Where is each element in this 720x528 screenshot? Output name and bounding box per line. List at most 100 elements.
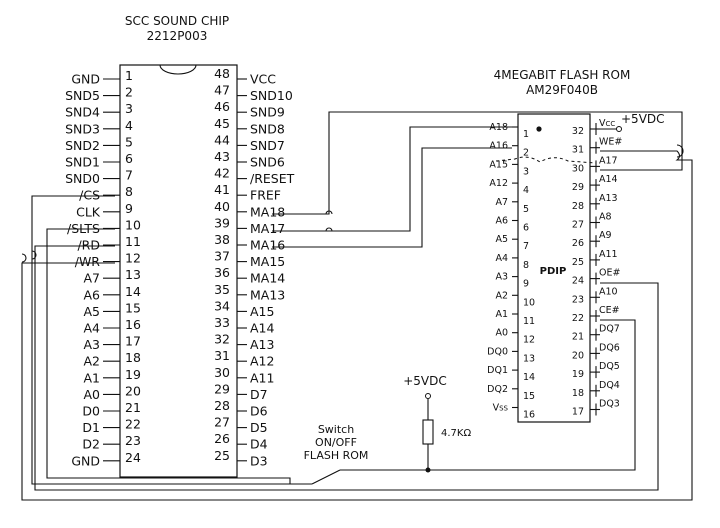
scc-pin-17-number: 17 bbox=[125, 334, 141, 349]
scc-chip-title: SCC SOUND CHIP bbox=[125, 14, 229, 28]
flash-pin-21-number: 21 bbox=[572, 332, 584, 343]
flash-pin-23-number: 23 bbox=[572, 294, 584, 305]
wire-crossing-bump bbox=[21, 253, 27, 263]
flash-pin-26-label: A9 bbox=[599, 230, 612, 241]
scc-pin-9-label: CLK bbox=[76, 204, 101, 219]
flash-rom-part-number: AM29F040B bbox=[526, 83, 598, 97]
scc-pin-25-label: D3 bbox=[250, 453, 268, 468]
ce-wire bbox=[428, 319, 636, 471]
scc-pin-1-label: GND bbox=[71, 72, 100, 87]
flash-rom-title: 4MEGABIT FLASH ROM bbox=[494, 68, 631, 82]
flash-pin-20-label: DQ6 bbox=[599, 342, 620, 353]
scc-pin-3-number: 3 bbox=[125, 101, 133, 116]
flash-pin-28-label: A13 bbox=[599, 193, 618, 204]
wire-crossing-bump bbox=[325, 227, 333, 232]
scc-pin-39-label: MA17 bbox=[250, 221, 285, 236]
flash-rom-body bbox=[517, 113, 591, 423]
flash-pin-4-number: 4 bbox=[523, 185, 529, 196]
scc-pin-12-number: 12 bbox=[125, 251, 141, 266]
scc-pin-16-label: A4 bbox=[83, 321, 100, 336]
scc-pin-20-label: A0 bbox=[83, 387, 100, 402]
scc-pin-4-number: 4 bbox=[125, 118, 133, 133]
flash-pin-10-number: 10 bbox=[523, 297, 535, 308]
we-to-wr-wire bbox=[21, 150, 693, 501]
scc-pin-35-number: 35 bbox=[214, 282, 230, 297]
scc-pin-16-number: 16 bbox=[125, 317, 141, 332]
resistor-value-label: 4.7KΩ bbox=[441, 428, 471, 439]
scc-pin-31-label: A12 bbox=[250, 354, 274, 369]
scc-pin-21-label: D0 bbox=[82, 404, 100, 419]
switch-label-line1: Switch bbox=[318, 423, 354, 436]
scc-pin-9-number: 9 bbox=[125, 201, 133, 216]
flash-pin-9-number: 9 bbox=[523, 279, 529, 290]
wire-crossing-bump bbox=[31, 250, 37, 260]
scc-pin-6-label: SND1 bbox=[65, 155, 100, 170]
scc-pin-32-number: 32 bbox=[214, 332, 230, 347]
scc-pin-44-label: SND7 bbox=[250, 138, 285, 153]
scc-pin-35-label: MA13 bbox=[250, 287, 285, 302]
scc-pin-15-number: 15 bbox=[125, 300, 141, 315]
scc-pin-17-label: A3 bbox=[83, 337, 100, 352]
resistor-vcc-label: +5VDC bbox=[403, 374, 447, 388]
wire-crossing-bump bbox=[676, 144, 684, 158]
scc-pin-26-label: D4 bbox=[250, 437, 268, 452]
flash-pin-12-label: A0 bbox=[495, 328, 508, 339]
scc-pin-43-label: SND6 bbox=[250, 155, 285, 170]
scc-pin-22-label: D1 bbox=[82, 420, 100, 435]
flash-pin-17-number: 17 bbox=[572, 407, 584, 418]
flash-pin-31-label: WE# bbox=[599, 137, 622, 148]
scc-pin-34-number: 34 bbox=[214, 298, 230, 313]
scc-pin-45-number: 45 bbox=[214, 116, 230, 131]
scc-pin-5-label: SND2 bbox=[65, 138, 100, 153]
flash-pin-31-number: 31 bbox=[572, 145, 584, 156]
scc-pin-42-label: /RESET bbox=[250, 171, 295, 186]
flash-pin-19-number: 19 bbox=[572, 369, 584, 380]
flash-pin-8-number: 8 bbox=[523, 260, 529, 271]
slts-wire bbox=[46, 228, 291, 484]
scc-pin-11-label: /RD bbox=[77, 238, 100, 253]
scc-pin-3-label: SND4 bbox=[65, 105, 100, 120]
flash-pin-14-label: DQ1 bbox=[487, 365, 508, 376]
flash-pin-5-number: 5 bbox=[523, 204, 529, 215]
flash-vcc-terminal bbox=[616, 126, 622, 132]
scc-pin-28-number: 28 bbox=[214, 398, 230, 413]
flash-pin-13-label: DQ0 bbox=[487, 346, 508, 357]
scc-pin-47-number: 47 bbox=[214, 83, 230, 98]
scc-pin-46-label: SND9 bbox=[250, 105, 285, 120]
scc-pin-41-number: 41 bbox=[214, 182, 230, 197]
scc-pin-34-label: A15 bbox=[250, 304, 274, 319]
scc-pin-44-number: 44 bbox=[214, 132, 230, 147]
scc-pin-14-label: A6 bbox=[83, 287, 100, 302]
scc-pin-2-number: 2 bbox=[125, 85, 133, 100]
flash-pin-13-number: 13 bbox=[523, 353, 535, 364]
flash-pin-22-label: CE# bbox=[599, 305, 620, 316]
switch-label-line2: ON/OFF bbox=[315, 436, 357, 449]
scc-pin-30-number: 30 bbox=[214, 365, 230, 380]
flash-pin-32-label: VCC bbox=[599, 118, 615, 129]
flash-pin-18-number: 18 bbox=[572, 388, 584, 399]
scc-right-pins: VCC48SND1047SND946SND845SND744SND643/RES… bbox=[214, 66, 295, 468]
scc-pin-8-number: 8 bbox=[125, 184, 133, 199]
scc-pin-24-label: GND bbox=[71, 453, 100, 468]
flash-pin-14-number: 14 bbox=[523, 372, 535, 383]
scc-pin-23-label: D2 bbox=[82, 437, 100, 452]
scc-pin-31-number: 31 bbox=[214, 348, 230, 363]
scc-pin-7-label: SND0 bbox=[65, 171, 100, 186]
scc-pin-33-number: 33 bbox=[214, 315, 230, 330]
scc-pin-10-number: 10 bbox=[125, 217, 141, 232]
flash-pin-16-number: 16 bbox=[523, 410, 535, 421]
flash-pin-12-number: 12 bbox=[523, 335, 535, 346]
scc-pin-40-number: 40 bbox=[214, 199, 230, 214]
flash-pin-21-label: DQ7 bbox=[599, 324, 620, 335]
scc-pin-40-label: MA18 bbox=[250, 204, 285, 219]
flash-pin-29-number: 29 bbox=[572, 182, 584, 193]
flash-pin-27-number: 27 bbox=[572, 220, 584, 231]
scc-pin-36-number: 36 bbox=[214, 265, 230, 280]
scc-pin-26-number: 26 bbox=[214, 431, 230, 446]
scc-pin-18-label: A2 bbox=[83, 354, 100, 369]
oe-to-rd-wire bbox=[34, 245, 659, 491]
flash-pin-3-number: 3 bbox=[523, 166, 529, 177]
